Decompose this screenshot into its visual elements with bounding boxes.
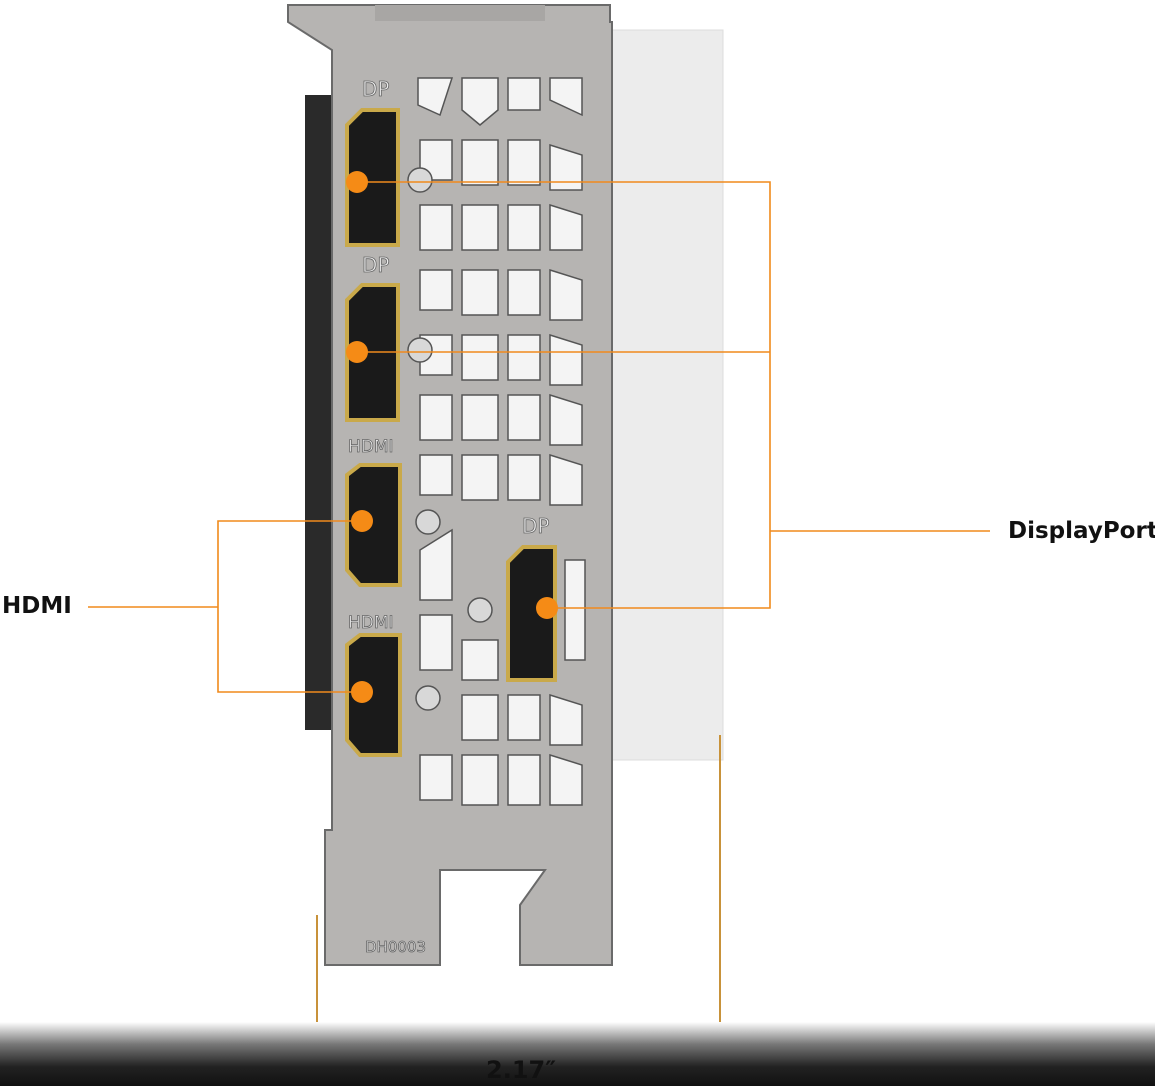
vent-holes (417, 77, 586, 806)
callout-lines (88, 181, 990, 693)
port-label: HDMI (348, 437, 394, 457)
hdmi-port-1 (345, 463, 402, 587)
screw-icon (415, 509, 441, 535)
card-shadow (305, 95, 333, 730)
part-number: DH0003 (365, 938, 426, 956)
hdmi-callout-label: HDMI (2, 593, 72, 619)
width-dimension-label: 2.17″ (486, 1056, 556, 1084)
port-label: DP (522, 514, 549, 538)
heatsink-block (604, 29, 724, 761)
callout-dot (351, 681, 373, 703)
callout-dot (351, 510, 373, 532)
displayport-1 (345, 108, 400, 247)
callout-dot (536, 597, 558, 619)
bracket-top-tab (375, 5, 545, 21)
screw-icon (407, 167, 433, 193)
hdmi-port-2 (345, 633, 402, 757)
screw-icon (415, 685, 441, 711)
bottom-shade (0, 1022, 1155, 1086)
port-label: DP (362, 253, 389, 277)
port-label: HDMI (348, 613, 394, 633)
screw-icon (467, 597, 493, 623)
callout-dot (346, 341, 368, 363)
port-label: DP (362, 77, 389, 101)
displayport-callout-label: DisplayPort (1008, 518, 1155, 544)
callout-dot (346, 171, 368, 193)
screw-icon (407, 337, 433, 363)
